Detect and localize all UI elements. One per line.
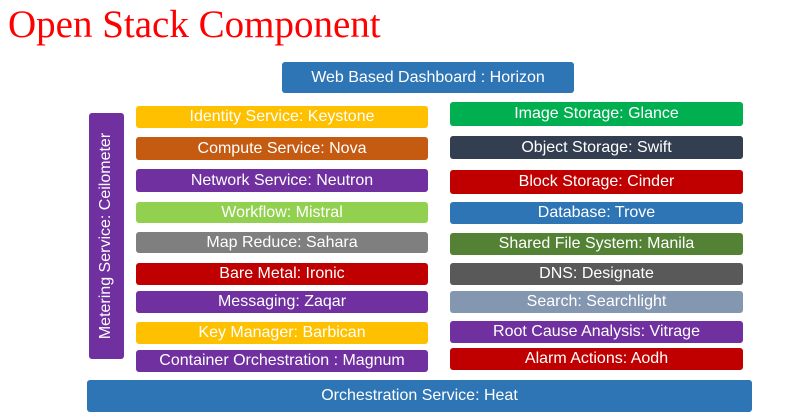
orchestration-heat-box: Orchestration Service: Heat — [87, 380, 752, 412]
service-label: Root Cause Analysis: Vitrage — [493, 323, 700, 340]
service-box-swift: Object Storage: Swift — [450, 136, 743, 159]
dashboard-label: Web Based Dashboard : Horizon — [311, 68, 545, 86]
service-box-designate: DNS: Designate — [450, 263, 743, 285]
service-label: Block Storage: Cinder — [518, 173, 675, 190]
service-label: Container Orchestration : Magnum — [159, 352, 405, 369]
service-label: Compute Service: Nova — [197, 139, 367, 157]
service-label: Search: Searchlight — [526, 293, 667, 310]
service-box-vitrage: Root Cause Analysis: Vitrage — [450, 321, 743, 343]
service-box-searchlight: Search: Searchlight — [450, 291, 743, 313]
page-title: Open Stack Component — [8, 3, 381, 46]
service-box-barbican: Key Manager: Barbican — [136, 322, 428, 344]
service-label: Network Service: Neutron — [190, 171, 374, 189]
service-label: Database: Trove — [537, 204, 656, 221]
service-label: Workflow: Mistral — [221, 203, 343, 221]
service-label: Alarm Actions: Aodh — [524, 350, 669, 367]
service-box-magnum: Container Orchestration : Magnum — [136, 350, 428, 372]
service-box-zaqar: Messaging: Zaqar — [136, 291, 428, 313]
service-label: Map Reduce: Sahara — [206, 233, 358, 251]
service-box-aodh: Alarm Actions: Aodh — [450, 348, 743, 370]
service-box-keystone: Identity Service: Keystone — [136, 106, 428, 128]
service-box-glance: Image Storage: Glance — [450, 102, 743, 126]
service-label: Identity Service: Keystone — [189, 108, 375, 125]
service-label: Object Storage: Swift — [521, 138, 672, 156]
service-label: Shared File System: Manila — [498, 235, 695, 252]
service-label: DNS: Designate — [539, 265, 654, 282]
service-box-mistral: Workflow: Mistral — [136, 202, 428, 223]
dashboard-horizon-box: Web Based Dashboard : Horizon — [282, 62, 574, 93]
service-box-ironic: Bare Metal: Ironic — [136, 263, 428, 285]
metering-ceilometer-box: Metering Service: Ceilometer — [89, 113, 124, 359]
service-box-nova: Compute Service: Nova — [136, 137, 428, 160]
service-label: Messaging: Zaqar — [217, 293, 347, 310]
service-label: Bare Metal: Ironic — [219, 265, 345, 282]
metering-label: Metering Service: Ceilometer — [97, 132, 115, 340]
orchestration-label: Orchestration Service: Heat — [321, 387, 518, 404]
service-label: Image Storage: Glance — [514, 105, 679, 122]
service-label: Key Manager: Barbican — [198, 324, 366, 341]
service-box-manila: Shared File System: Manila — [450, 233, 743, 255]
service-box-trove: Database: Trove — [450, 202, 743, 224]
service-box-sahara: Map Reduce: Sahara — [136, 232, 428, 253]
service-box-neutron: Network Service: Neutron — [136, 169, 428, 192]
service-box-cinder: Block Storage: Cinder — [450, 170, 743, 194]
